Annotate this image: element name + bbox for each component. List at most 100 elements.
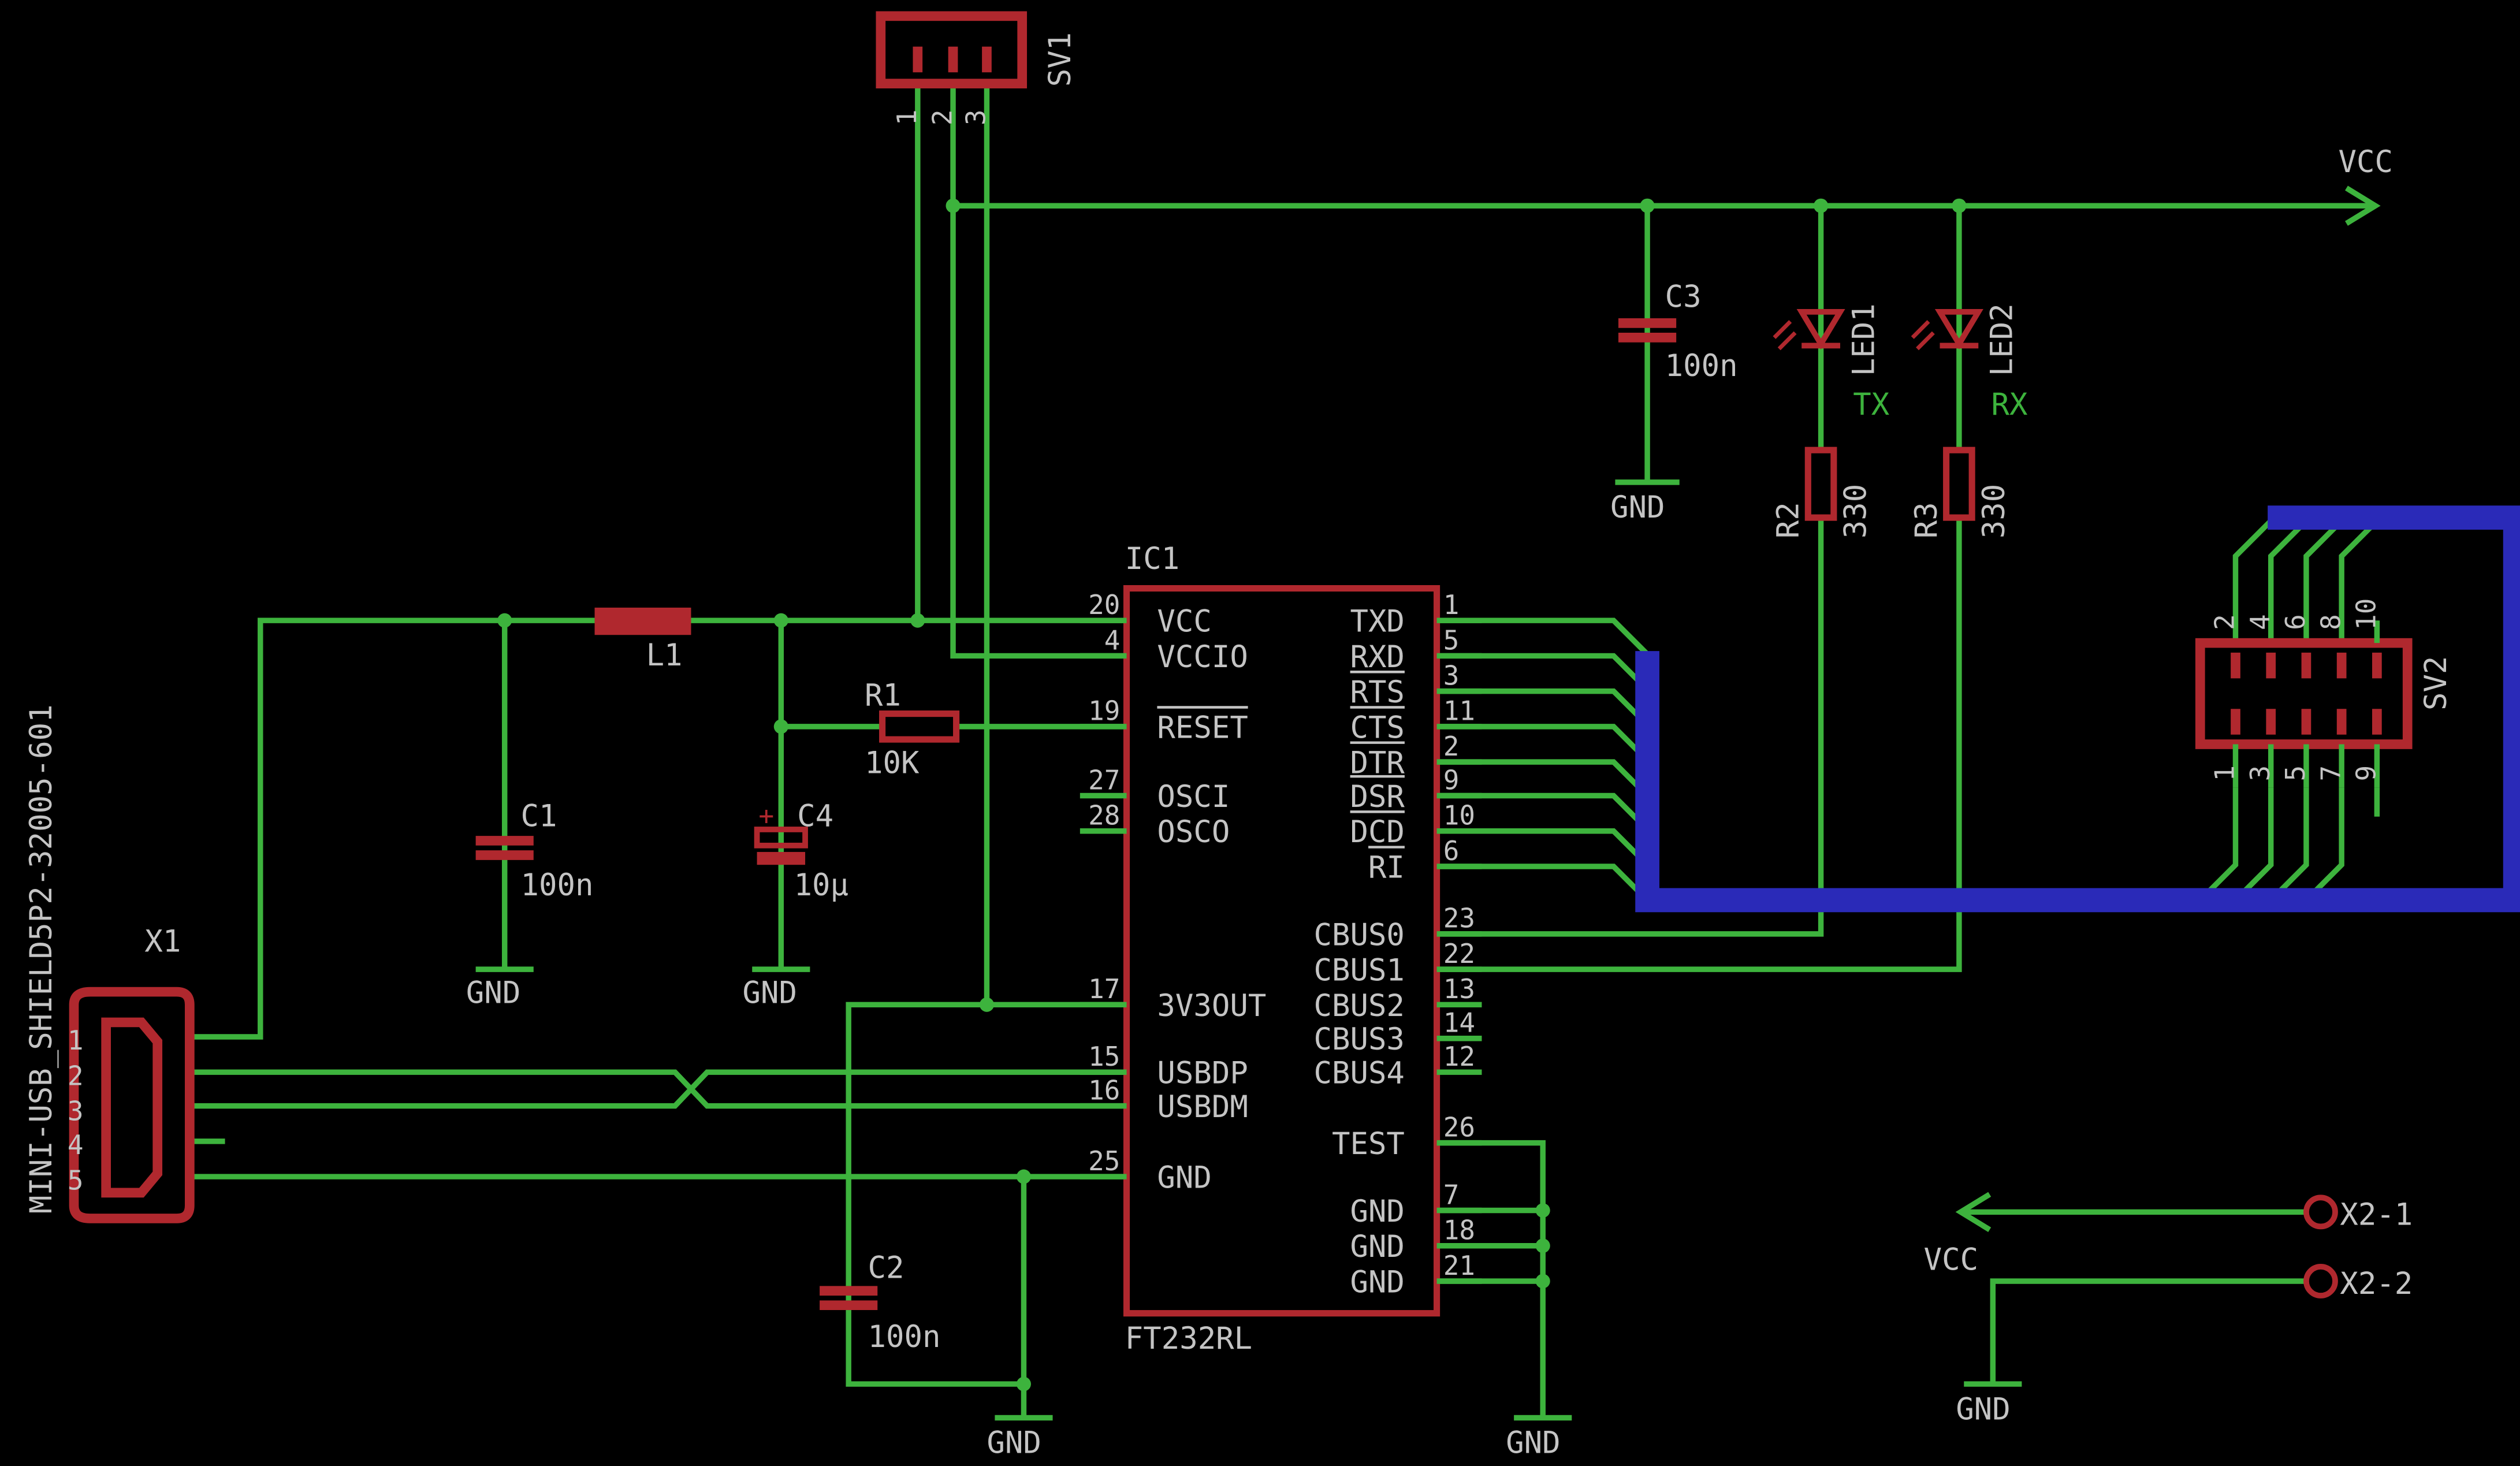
ic1-pin-num-19: 19: [1088, 695, 1120, 727]
c4-capacitor: + C4 10µ: [754, 798, 848, 903]
ic1-pin-label-cbus0: CBUS0: [1314, 917, 1405, 952]
wire-sv2-6: [2303, 519, 2344, 643]
sv2-pin-3: 3: [2244, 765, 2276, 782]
ic1-pin-num-13: 13: [1443, 973, 1475, 1004]
ic1-name: IC1: [1125, 541, 1179, 576]
wire-x2-2: [1990, 1278, 2305, 1385]
r3-resistor: R3 330: [1909, 447, 2012, 538]
ic1-pin-label-rxd: RXD: [1350, 639, 1404, 675]
ic1-pin-label-test: TEST: [1332, 1126, 1405, 1162]
c4-value: 10µ: [794, 868, 848, 903]
ic1-pin-num-28: 28: [1088, 800, 1120, 831]
vcc-label-rail: VCC: [2339, 144, 2393, 180]
r1-value: 10K: [865, 746, 920, 781]
ic1-pin-label-dtr: DTR: [1350, 746, 1405, 781]
ic1-pin-num-27: 27: [1088, 764, 1120, 795]
sv2-pin-6: 6: [2280, 614, 2311, 630]
sv2-pin-8: 8: [2315, 614, 2346, 630]
ic1-pin-label-gnd: GND: [1350, 1194, 1404, 1229]
wire-rxd: [1436, 653, 1650, 692]
led2-label: RX: [1992, 387, 2028, 422]
wire-sv2-1: [2198, 787, 2239, 902]
vcc-symbols: VCC VCC: [1924, 144, 2393, 1278]
ic1-pin-num-7: 7: [1443, 1179, 1460, 1210]
led1-name: LED1: [1846, 303, 1881, 376]
ic1-pin-label-dcd: DCD: [1350, 814, 1404, 850]
vcc-label-x2: VCC: [1924, 1242, 1978, 1277]
sv1-pin-3: 3: [961, 109, 992, 125]
wire-sv1-2: [950, 83, 1125, 659]
c3-name: C3: [1665, 280, 1702, 315]
x2-connector: X2-1 X2-2: [2303, 1195, 2413, 1301]
ic1-pin-label-usbdp: USBDP: [1157, 1056, 1248, 1091]
wire-txd: [1436, 617, 1650, 656]
ic1-pin-num-14: 14: [1443, 1007, 1475, 1039]
x1-name: X1: [144, 924, 181, 959]
c2-capacitor: C2 100n: [820, 1250, 941, 1355]
wire-sv2-4: [2268, 519, 2309, 643]
wire-dtr: [1436, 759, 1650, 798]
ic1-pin-label-gnd: GND: [1350, 1229, 1404, 1264]
c3-capacitor: C3 100n: [1618, 280, 1738, 384]
ic1-pin-num-20: 20: [1088, 589, 1120, 620]
ic1-pin-num-18: 18: [1443, 1215, 1475, 1246]
wire-ri: [1436, 864, 1650, 902]
wire-usb-dm: [189, 1069, 1125, 1109]
wire-sv2-8: [2339, 519, 2379, 643]
x2-pad1-label: X2-1: [2340, 1197, 2413, 1233]
sv2-pin-5: 5: [2280, 765, 2311, 782]
led2: LED2 RX: [1911, 303, 2028, 422]
x1-value: MINI-USB_SHIELD5P2-32005-601: [24, 704, 59, 1214]
ic1-pin-label-gnd: GND: [1157, 1160, 1211, 1196]
sv2-pin-10: 10: [2351, 598, 2382, 630]
sv1-name: SV1: [1043, 32, 1078, 87]
ic1-pin-label-cbus1: CBUS1: [1314, 953, 1405, 988]
x2-pad2-label: X2-2: [2340, 1266, 2413, 1301]
sv1-pin-1: 1: [891, 109, 922, 125]
wire-sv2-7: [2304, 787, 2344, 902]
ic1-pin-label-vccio: VCCIO: [1157, 639, 1248, 675]
x1-pin-5: 5: [68, 1164, 84, 1196]
led1: LED1 TX: [1773, 303, 1889, 422]
sv1-pin-2: 2: [926, 109, 958, 125]
ic1-pin-num-15: 15: [1088, 1041, 1120, 1072]
ic1-pin-num-25: 25: [1088, 1145, 1120, 1177]
sv2-pin-4: 4: [2244, 614, 2276, 630]
wire-sv2-5: [2269, 787, 2309, 902]
wire-sv2-2: [2232, 519, 2273, 643]
c4-polarity: +: [758, 802, 774, 831]
c2-name: C2: [868, 1250, 904, 1285]
c2-value: 100n: [868, 1319, 941, 1355]
r3-value: 330: [1976, 484, 2012, 538]
ic1-pin-label-txd: TXD: [1350, 604, 1404, 639]
ic1-pin-num-12: 12: [1443, 1041, 1475, 1072]
x1-pin-1: 1: [68, 1025, 84, 1056]
gnd-symbols: GND GND GND GND GND GND: [466, 479, 2022, 1461]
ic1-pin-num-1: 1: [1443, 589, 1460, 620]
r1-resistor: R1 10K: [865, 678, 960, 781]
ic1-pin-num-3: 3: [1443, 660, 1460, 691]
r1-name: R1: [865, 678, 901, 713]
sv2-pin-1: 1: [2209, 765, 2240, 782]
wire-c2: [846, 1002, 1024, 1387]
c1-name: C1: [521, 798, 557, 834]
wire-sv2-3: [2234, 787, 2274, 902]
x1-usb-connector: X1 MINI-USB_SHIELD5P2-32005-601 1 2 3 4 …: [24, 704, 195, 1223]
ic1-pin-num-11: 11: [1443, 695, 1475, 727]
sv2-pin-2: 2: [2209, 614, 2240, 630]
ic1-pin-num-4: 4: [1104, 624, 1121, 656]
r2-name: R2: [1771, 502, 1806, 538]
x1-pin-2: 2: [68, 1060, 84, 1091]
ic1-pin-label-osco: OSCO: [1157, 814, 1230, 850]
junctions: [497, 198, 1967, 1391]
led1-label: TX: [1853, 387, 1889, 422]
ic1-pin-label-usbdm: USBDM: [1157, 1089, 1248, 1125]
ic1-pin-num-6: 6: [1443, 835, 1460, 866]
ic1-pin-num-5: 5: [1443, 624, 1460, 656]
c1-value: 100n: [521, 868, 594, 903]
gnd-label-c4: GND: [743, 976, 797, 1011]
ic1-pin-label-cbus4: CBUS4: [1314, 1056, 1405, 1091]
